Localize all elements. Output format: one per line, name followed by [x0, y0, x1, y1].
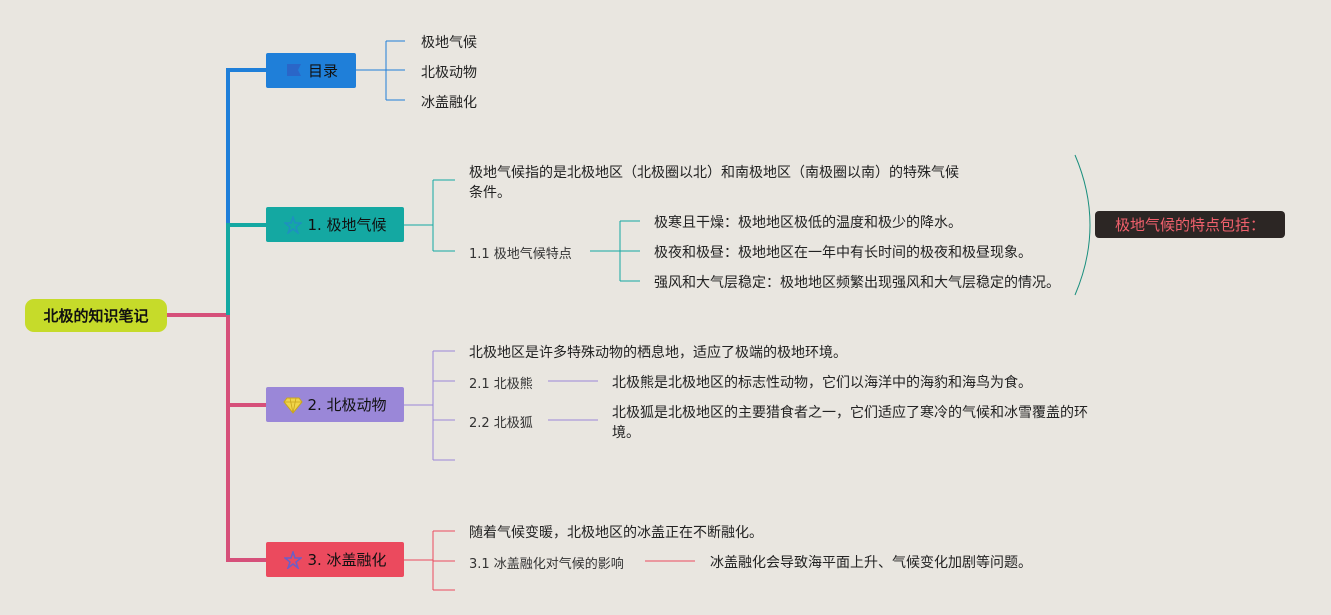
climate-feature-3: 强风和大气层稳定：极地地区频繁出现强风和大气层稳定的情况。	[654, 275, 1060, 291]
topic-climate-label: 1. 极地气候	[307, 216, 387, 234]
climate-sub-label[interactable]: 1.1 极地气候特点	[469, 247, 572, 262]
climate-desc-line1: 极地气候指的是北极地区（北极圈以北）和南极地区（南极圈以南）的特殊气候	[469, 165, 959, 181]
animals-desc: 北极地区是许多特殊动物的栖息地，适应了极端的极地环境。	[469, 345, 847, 361]
topic-animals[interactable]: 2. 北极动物	[266, 387, 404, 422]
topic-toc[interactable]: 目录	[266, 53, 356, 88]
ice-sub-label[interactable]: 3.1 冰盖融化对气候的影响	[469, 557, 624, 572]
toc-item-ice[interactable]: 冰盖融化	[421, 95, 477, 111]
climate-feature-2: 极夜和极昼：极地地区在一年中有长时间的极夜和极昼现象。	[654, 245, 1032, 261]
ice-sub-desc: 冰盖融化会导致海平面上升、气候变化加剧等问题。	[710, 555, 1032, 571]
root-node[interactable]: 北极的知识笔记	[25, 299, 167, 332]
animals-fox-desc-line1: 北极狐是北极地区的主要猎食者之一，它们适应了寒冷的气候和冰雪覆盖的环	[612, 405, 1088, 421]
flag-icon	[284, 61, 304, 81]
animals-bear-desc: 北极熊是北极地区的标志性动物，它们以海洋中的海豹和海鸟为食。	[612, 375, 1032, 391]
diamond-icon	[283, 395, 304, 415]
climate-feature-1: 极寒且干燥：极地地区极低的温度和极少的降水。	[654, 215, 962, 231]
callout-label: 极地气候的特点包括：	[1114, 216, 1265, 234]
climate-callout[interactable]: 极地气候的特点包括：	[1095, 211, 1285, 238]
star-icon	[283, 550, 303, 570]
star-icon	[283, 215, 303, 235]
topic-animals-label: 2. 北极动物	[307, 396, 387, 414]
ice-desc: 随着气候变暖，北极地区的冰盖正在不断融化。	[469, 525, 763, 541]
topic-ice-label: 3. 冰盖融化	[307, 551, 387, 569]
topic-ice[interactable]: 3. 冰盖融化	[266, 542, 404, 577]
animals-bear-label[interactable]: 2.1 北极熊	[469, 377, 533, 392]
toc-item-climate[interactable]: 极地气候	[421, 35, 477, 51]
root-label: 北极的知识笔记	[43, 307, 149, 325]
animals-fox-desc-line2: 境。	[612, 425, 640, 441]
topic-toc-label: 目录	[307, 62, 338, 80]
climate-desc-line2: 条件。	[469, 185, 511, 201]
animals-fox-label[interactable]: 2.2 北极狐	[469, 416, 533, 431]
topic-climate[interactable]: 1. 极地气候	[266, 207, 404, 242]
toc-item-animals[interactable]: 北极动物	[421, 65, 477, 81]
